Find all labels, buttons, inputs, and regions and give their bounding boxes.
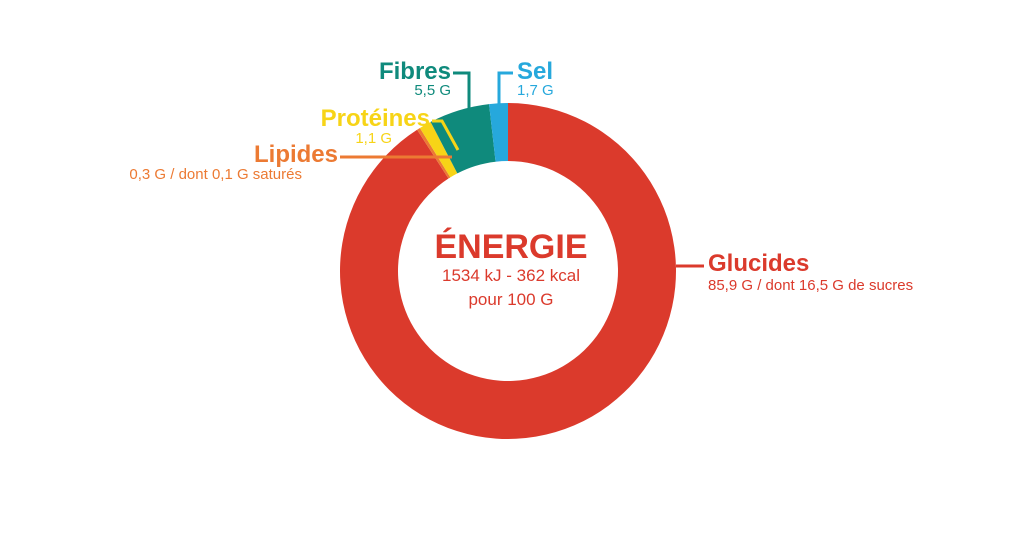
slice-glucides bbox=[340, 103, 677, 439]
slice-lipides bbox=[417, 127, 451, 179]
leader-fibres bbox=[453, 71, 471, 118]
label-proteines-value: 1,1 G bbox=[355, 130, 392, 147]
center-portion: pour 100 G bbox=[468, 290, 553, 309]
donut-slices bbox=[340, 103, 677, 439]
label-sel-value: 1,7 G bbox=[517, 82, 554, 99]
label-glucides-name: Glucides bbox=[708, 250, 809, 277]
label-proteines-name: Protéines bbox=[321, 105, 430, 132]
leader-lines bbox=[340, 71, 704, 268]
center-title: ÉNERGIE bbox=[434, 228, 587, 266]
leader-sel bbox=[497, 71, 513, 108]
label-sel-name: Sel bbox=[517, 58, 553, 85]
slice-sel bbox=[489, 103, 508, 162]
leader-proteines bbox=[432, 119, 460, 151]
label-fibres-value: 5,5 G bbox=[414, 82, 451, 99]
slice-proteines bbox=[419, 121, 458, 178]
label-glucides-value: 85,9 G / dont 16,5 G de sucres bbox=[708, 277, 913, 294]
label-lipides-value: 0,3 G / dont 0,1 G saturés bbox=[129, 166, 302, 183]
center-energy: 1534 kJ - 362 kcal bbox=[442, 266, 580, 285]
label-lipides-name: Lipides bbox=[254, 141, 338, 168]
label-fibres-name: Fibres bbox=[379, 58, 451, 85]
slice-fibres bbox=[430, 104, 496, 174]
